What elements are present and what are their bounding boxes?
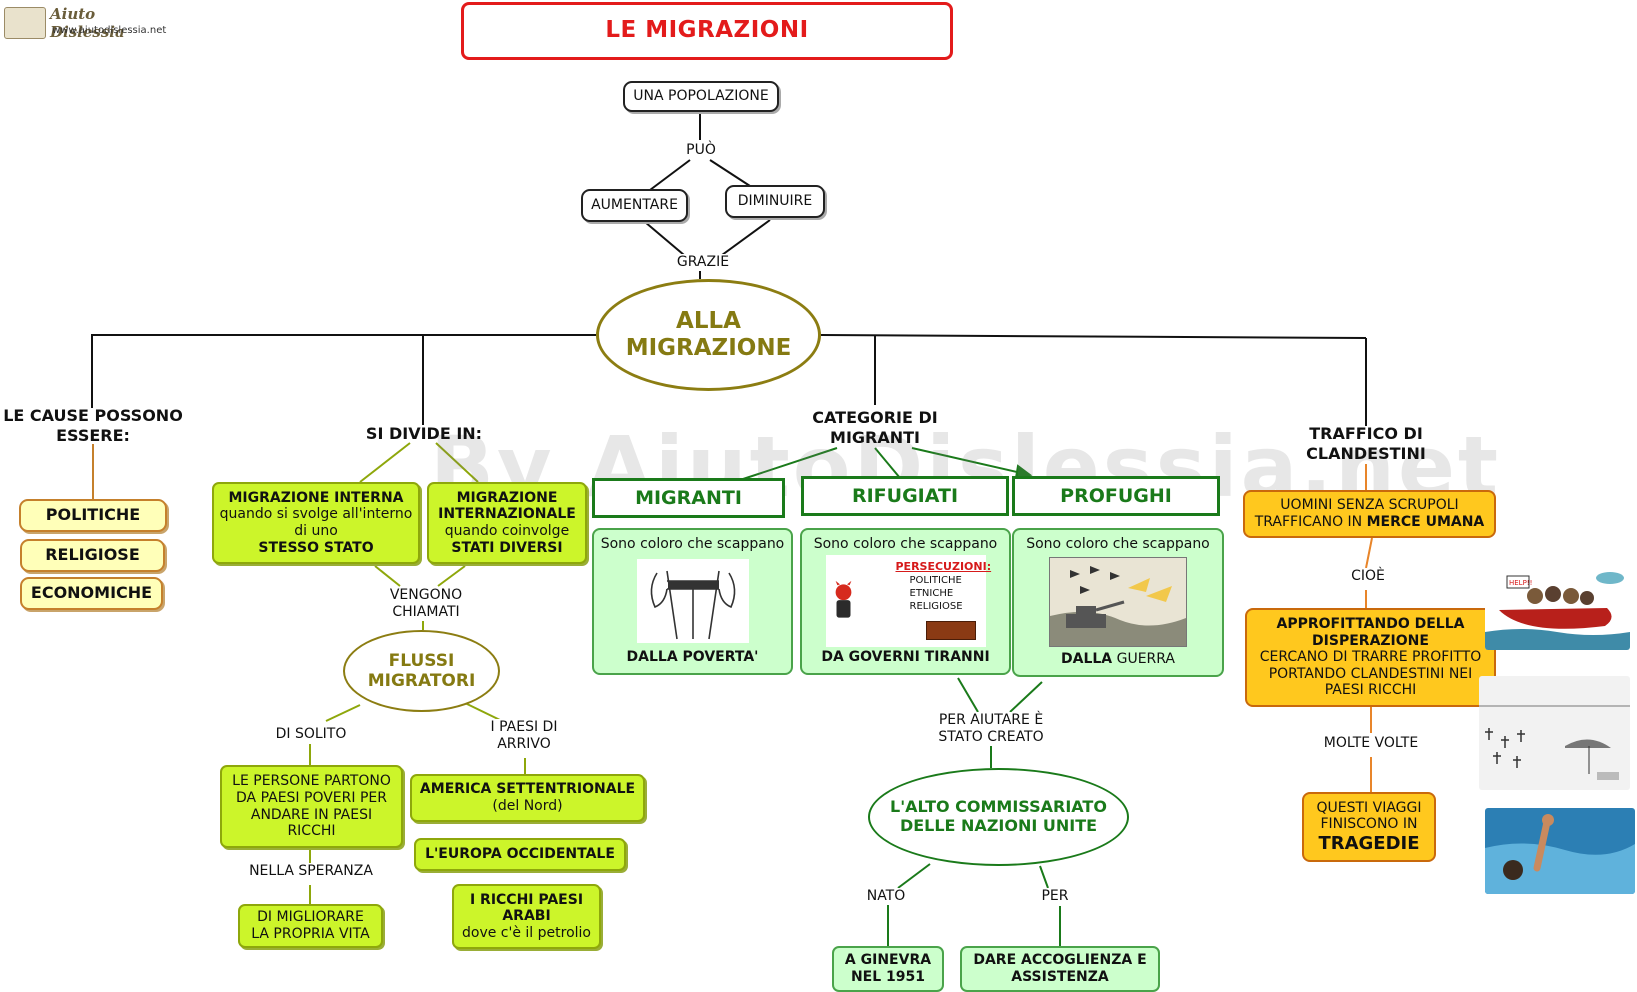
traffic-merchants-desc: UOMINI SENZA SCRUPOLI TRAFFICANO IN [1254, 497, 1459, 530]
north-america-title: AMERICA SETTENTRIONALE [419, 781, 636, 798]
displaced-from: DALLA GUERRA [1061, 651, 1175, 668]
logo-title: Aiuto Dislessia [50, 5, 125, 41]
category-displaced-heading: PROFUGHI [1012, 476, 1220, 516]
drowning-hand-icon [1485, 814, 1635, 894]
label-that-is: CIOÈ [1340, 568, 1396, 585]
refugees-intro: Sono coloro che scappano [813, 536, 998, 552]
node-migration-flows: FLUSSI MIGRATORI [343, 630, 500, 712]
persecution-title: PERSECUZIONI: [895, 560, 992, 573]
categories-heading: CATEGORIE DI MIGRANTI [812, 408, 938, 447]
displaced-intro: Sono coloro che scappano [1026, 536, 1210, 552]
node-western-europe: L'EUROPA OCCIDENTALE [414, 838, 626, 871]
node-population: UNA POPOLAZIONE [623, 81, 779, 112]
label-arrival: I PAESI DI ARRIVO [478, 719, 570, 753]
node-tragedies: QUESTI VIAGGI FINISCONO IN TRAGEDIE [1302, 792, 1436, 862]
migrants-intro: Sono coloro che scappano [600, 536, 785, 552]
node-internal-migration: MIGRAZIONE INTERNA quando si svolge all'… [212, 482, 420, 564]
label-called: VENGONO CHIAMATI [384, 587, 468, 621]
node-north-america: AMERICA SETTENTRIONALE (del Nord) [410, 774, 645, 822]
logo-url: www.aiutodislessia.net [52, 25, 167, 36]
label-can: PUÒ [683, 142, 719, 159]
node-improve-life: DI MIGLIORARE LA PROPRIA VITA [238, 904, 383, 948]
traffic-merchants-emph: MERCE UMANA [1366, 514, 1485, 530]
node-people-leave: LE PERSONE PARTONO DA PAESI POVERI PER A… [220, 765, 403, 848]
persecution-item: ETNICHE [909, 588, 954, 599]
label-usually: DI SOLITO [268, 726, 354, 743]
traffic-heading: TRAFFICO DI CLANDESTINI [1306, 424, 1426, 463]
beach-cartoon-image [1479, 676, 1630, 790]
category-migrants-heading: MIGRANTI [592, 478, 785, 518]
drowning-image [1485, 808, 1635, 894]
tyrant-image: PERSECUZIONI: POLITICHE ETNICHE RELIGIOS… [825, 555, 991, 647]
tragedies-emph: TRAGEDIE [1318, 832, 1420, 854]
node-exploiting-desperation: APPROFITTANDO DELLA DISPERAZIONE CERCANO… [1245, 608, 1496, 707]
category-refugees-card: Sono coloro che scappano PERSECUZIONI: P… [800, 528, 1011, 675]
label-thanks: GRAZIE [672, 254, 734, 271]
empty-pockets-icon [650, 570, 735, 640]
internal-migration-emph: STESSO STATO [258, 539, 374, 556]
logo-book-icon [4, 7, 46, 39]
causes-heading: LE CAUSE POSSONO ESSERE: [3, 406, 183, 445]
label-hope: NELLA SPERANZA [242, 863, 380, 880]
label-born: NATO [860, 888, 912, 905]
devil-tyrant-icon [835, 580, 851, 618]
arab-countries-title: I RICCHI PAESI ARABI [469, 891, 584, 925]
internal-migration-title: MIGRAZIONE INTERNA [228, 489, 404, 506]
persecution-item: POLITICHE [909, 575, 962, 586]
international-migration-emph: STATI DIVERSI [451, 539, 563, 556]
division-heading: SI DIVIDE IN: [365, 424, 483, 443]
page-title: LE MIGRAZIONI [461, 2, 953, 60]
cause-religious: RELIGIOSE [20, 539, 165, 572]
traffic-merchants-text: UOMINI SENZA SCRUPOLI TRAFFICANO IN MERC… [1251, 497, 1488, 530]
label-help: PER AIUTARE È STATO CREATO [922, 712, 1060, 746]
help-sign-label: HELP!! [1509, 579, 1532, 587]
category-refugees-heading: RIFUGIATI [801, 476, 1009, 516]
cause-political: POLITICHE [19, 499, 167, 532]
cause-economic: ECONOMICHE [20, 577, 163, 610]
node-international-migration: MIGRAZIONE INTERNAZIONALE quando coinvol… [427, 482, 587, 564]
migrant-boat-image: HELP!! [1485, 552, 1630, 650]
coffin-icon [925, 621, 976, 640]
persecution-item: RELIGIOSE [909, 601, 963, 612]
tragedies-desc: QUESTI VIAGGI FINISCONO IN [1316, 799, 1422, 833]
displaced-from-rest: GUERRA [1116, 651, 1175, 668]
displaced-from-prefix: DALLA [1061, 651, 1113, 668]
logo[interactable]: Aiuto Dislessia www.aiutodislessia.net [4, 3, 167, 41]
label-often: MOLTE VOLTE [1318, 735, 1424, 752]
poverty-image [636, 559, 749, 643]
node-geneva-1951: A GINEVRA NEL 1951 [832, 946, 944, 992]
node-decrease: DIMINUIRE [725, 185, 825, 218]
boat-with-people-icon: HELP!! [1485, 572, 1630, 650]
category-migrants-card: Sono coloro che scappano DALLA POVERTA' [592, 528, 793, 675]
node-arab-countries: I RICCHI PAESI ARABI dove c'è il petroli… [452, 884, 601, 949]
beach-graves-icon [1479, 705, 1630, 780]
internal-migration-desc: quando si svolge all'interno di uno [219, 506, 413, 539]
arab-countries-sub: dove c'è il petrolio [462, 924, 591, 941]
international-migration-desc: quando coinvolge [444, 523, 570, 539]
migrants-from: DALLA POVERTA' [626, 649, 759, 666]
western-europe-label: L'EUROPA OCCIDENTALE [425, 846, 615, 863]
node-welcome-assistance: DARE ACCOGLIENZA E ASSISTENZA [960, 946, 1160, 992]
exploiting-desc: CERCANO DI TRARRE PROFITTO PORTANDO CLAN… [1259, 649, 1482, 699]
main-node-migration: ALLA MIGRAZIONE [596, 279, 821, 391]
node-traffic-merchants: UOMINI SENZA SCRUPOLI TRAFFICANO IN MERC… [1243, 490, 1496, 538]
node-increase: AUMENTARE [581, 189, 688, 222]
exploiting-title: APPROFITTANDO DELLA DISPERAZIONE [1276, 616, 1465, 649]
node-unhcr: L'ALTO COMMISSARIATO DELLE NAZIONI UNITE [868, 768, 1129, 866]
category-displaced-card: Sono coloro che scappano DALLA GUERRA [1012, 528, 1224, 677]
war-image [1049, 557, 1187, 647]
refugees-from: DA GOVERNI TIRANNI [821, 649, 990, 666]
north-america-sub: (del Nord) [492, 798, 563, 814]
international-migration-title: MIGRAZIONE INTERNAZIONALE [438, 489, 576, 523]
label-for: PER [1036, 888, 1074, 905]
war-scene-icon [1050, 566, 1186, 646]
